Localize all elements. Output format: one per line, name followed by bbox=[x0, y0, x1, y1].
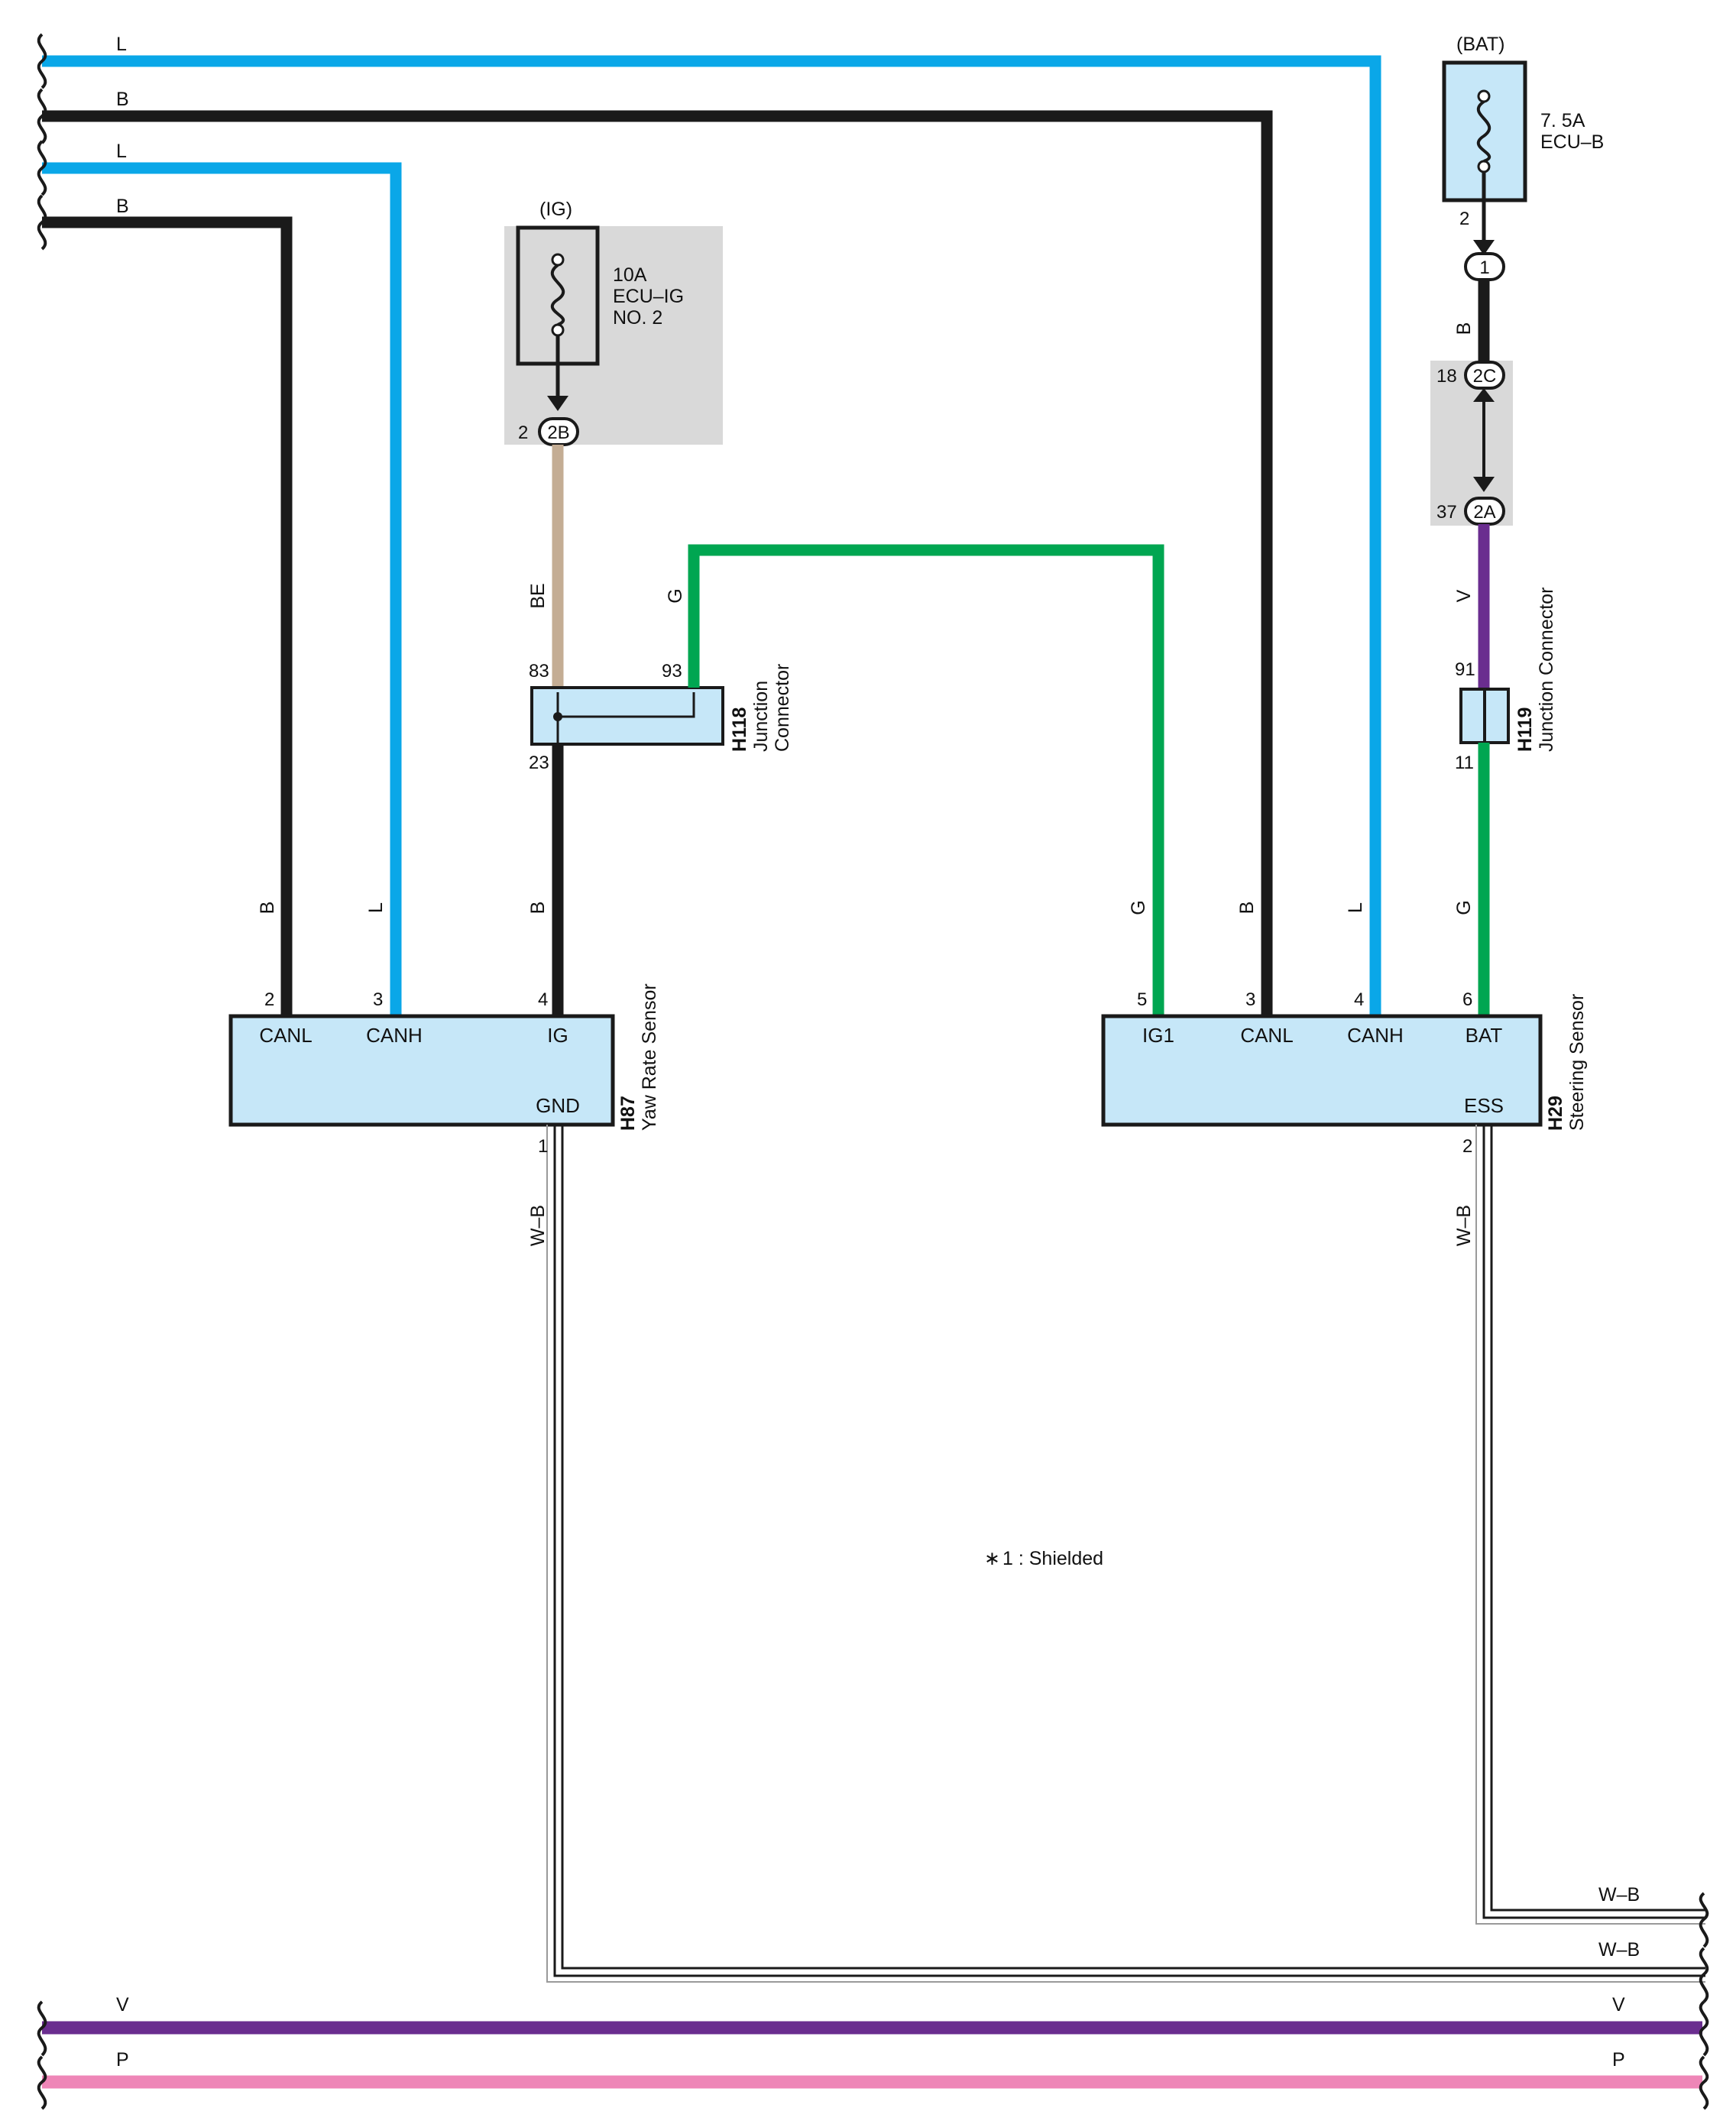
wire-label-h87-canl: B bbox=[257, 902, 278, 915]
wire-label-h29-ess: W–B bbox=[1453, 1205, 1475, 1246]
arrow-down-icon bbox=[547, 396, 568, 411]
h29-pin-canh: 4 bbox=[1354, 989, 1364, 1010]
fuse-icon bbox=[550, 253, 565, 337]
h87-pin-gnd: 1 bbox=[538, 1136, 548, 1157]
wire-label-p-right: P bbox=[1612, 2049, 1625, 2071]
connector-2b-label: 2B bbox=[547, 423, 569, 443]
wire-label-wb-lower: W–B bbox=[1598, 1939, 1640, 1960]
h87-term-canh: CANH bbox=[366, 1024, 423, 1047]
note-star: ∗ bbox=[984, 1548, 1000, 1569]
h29-pin-bat: 6 bbox=[1462, 989, 1472, 1010]
bottom-left-breaks bbox=[37, 2000, 47, 2110]
h29-term-ess: ESS bbox=[1464, 1094, 1504, 1117]
fuse-bat-pin: 2 bbox=[1459, 209, 1469, 229]
wire-label-v: V bbox=[1453, 589, 1475, 602]
h87-yaw-rate-sensor[interactable] bbox=[228, 1014, 615, 1127]
fuse-icon bbox=[1476, 89, 1491, 173]
wire-label-v-right: V bbox=[1612, 1994, 1625, 2016]
wire-label-l: L bbox=[116, 34, 127, 55]
h29-term-ig1: IG1 bbox=[1142, 1024, 1174, 1047]
arrow-up-icon bbox=[1473, 388, 1495, 402]
h29-name: Steering Sensor bbox=[1566, 994, 1588, 1131]
connector-2c-label: 2C bbox=[1473, 366, 1497, 387]
h29-term-bat: BAT bbox=[1466, 1024, 1503, 1047]
wire-label-b-bat: B bbox=[1453, 322, 1475, 335]
fuse-ig-name-2: NO. 2 bbox=[613, 307, 662, 329]
fuse-bat-name: ECU–B bbox=[1540, 131, 1604, 153]
connector-1-label: 1 bbox=[1479, 257, 1489, 278]
fuse-ig-header: (IG) bbox=[539, 199, 572, 220]
wire-label-wb-upper: W–B bbox=[1598, 1884, 1640, 1905]
wire-label-b: B bbox=[116, 196, 129, 217]
h118-pin-in: 83 bbox=[529, 661, 549, 682]
wire-label-l: L bbox=[116, 141, 127, 162]
fuse-bat-header: (BAT) bbox=[1456, 34, 1504, 55]
wire-label-v-left: V bbox=[116, 1994, 129, 2016]
wire-label-h87-canh: L bbox=[365, 902, 387, 913]
wire-b-top bbox=[42, 110, 1273, 1016]
h29-pin-ess: 2 bbox=[1462, 1136, 1472, 1157]
h87-pin-canl: 2 bbox=[264, 989, 274, 1010]
h118-code: H118 bbox=[729, 707, 750, 752]
h29-code: H29 bbox=[1545, 1096, 1566, 1131]
note-text: 1 : Shielded bbox=[1002, 1548, 1103, 1569]
wire-b-second bbox=[42, 216, 293, 1016]
h87-term-ig: IG bbox=[547, 1024, 568, 1047]
wire-wb-h29-ess bbox=[1475, 1125, 1705, 1925]
wire-g-loop bbox=[688, 544, 1164, 1016]
connector-2c bbox=[1464, 361, 1505, 390]
h87-pin-ig: 4 bbox=[538, 989, 548, 1010]
fuse-bat-rating: 7. 5A bbox=[1540, 110, 1585, 131]
pin-2a: 37 bbox=[1436, 502, 1457, 523]
ig-fuse-block-shade bbox=[504, 226, 723, 445]
h87-code: H87 bbox=[617, 1096, 639, 1131]
left-edge-breaks bbox=[37, 33, 47, 251]
h118-pin-g: 93 bbox=[662, 661, 682, 682]
wire-label-h29-canl: B bbox=[1236, 902, 1258, 915]
h119-code: H119 bbox=[1514, 707, 1536, 752]
right-edge-breaks bbox=[1699, 1892, 1709, 2110]
h118-splice-dot bbox=[553, 712, 562, 721]
connector-2a-label: 2A bbox=[1473, 502, 1495, 523]
arrow-down-icon bbox=[1473, 477, 1495, 492]
h118-pin-out: 23 bbox=[529, 753, 549, 773]
wire-l-second bbox=[42, 162, 402, 1016]
h118-name-2: Connector bbox=[772, 664, 793, 752]
wire-label-p-left: P bbox=[116, 2049, 129, 2071]
fuse-ig-name-1: ECU–IG bbox=[613, 286, 684, 307]
h29-term-canh: CANH bbox=[1347, 1024, 1404, 1047]
h29-term-canl: CANL bbox=[1240, 1024, 1293, 1047]
wire-label-h87-gnd: W–B bbox=[527, 1205, 549, 1246]
pin-2c: 18 bbox=[1436, 366, 1457, 387]
h119-name: Junction Connector bbox=[1536, 588, 1557, 752]
fuse-ig-pin: 2 bbox=[518, 423, 528, 443]
arrow-down-icon bbox=[1473, 240, 1495, 255]
wire-label-g: G bbox=[665, 588, 686, 603]
h87-term-gnd: GND bbox=[536, 1094, 580, 1117]
h119-pin-in: 91 bbox=[1455, 659, 1475, 680]
wire-label-h29-ig1: G bbox=[1128, 900, 1149, 915]
wire-label-h87-ig: B bbox=[527, 902, 549, 915]
wire-label-be: BE bbox=[527, 583, 549, 608]
h118-name-1: Junction bbox=[750, 681, 772, 752]
h87-term-canl: CANL bbox=[259, 1024, 312, 1047]
wire-wb-h87-gnd bbox=[546, 1125, 1705, 1983]
wire-label-b: B bbox=[116, 89, 129, 110]
h29-pin-canl: 3 bbox=[1245, 989, 1255, 1010]
wire-l-top bbox=[42, 55, 1381, 1016]
h118-internal-bus bbox=[558, 692, 695, 718]
h119-pin-out: 11 bbox=[1455, 753, 1474, 773]
h29-pin-ig1: 5 bbox=[1137, 989, 1147, 1010]
bat-junction-block-shade bbox=[1430, 361, 1513, 526]
h87-pin-canh: 3 bbox=[373, 989, 383, 1010]
h87-name: Yaw Rate Sensor bbox=[639, 983, 660, 1131]
h29-steering-sensor[interactable] bbox=[1101, 1014, 1543, 1127]
wire-label-h29-canh: L bbox=[1345, 902, 1366, 913]
wire-label-h29-bat: G bbox=[1453, 900, 1475, 915]
fuse-ig-rating: 10A bbox=[613, 264, 647, 286]
